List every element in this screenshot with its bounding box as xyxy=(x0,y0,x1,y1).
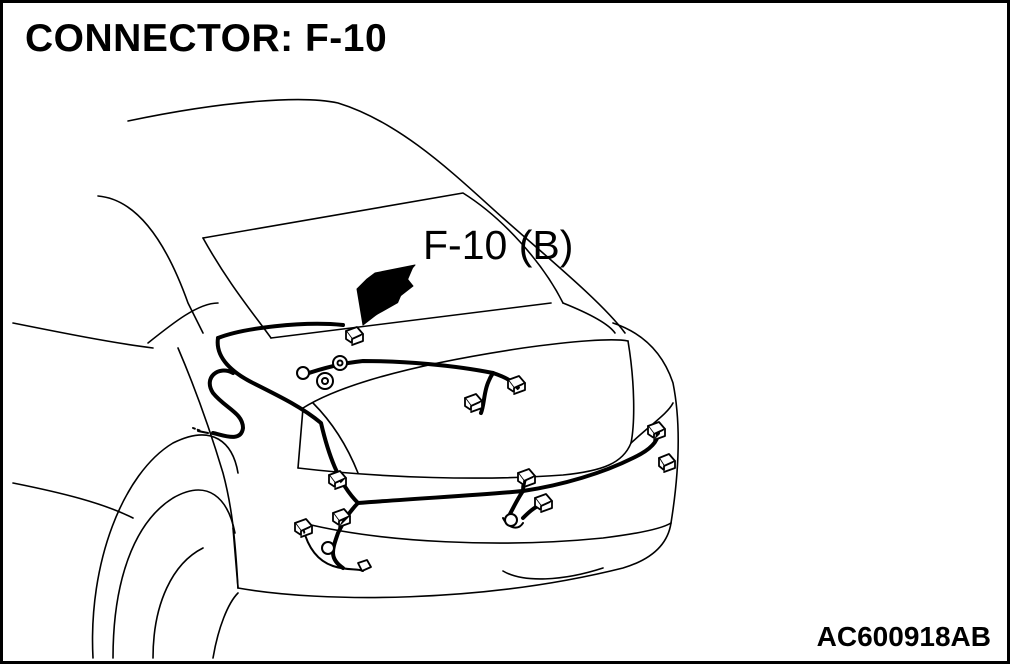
car-body-outline xyxy=(12,98,679,659)
connector xyxy=(332,508,351,528)
connector xyxy=(357,559,372,572)
page-title: CONNECTOR: F-10 xyxy=(25,17,388,60)
harness-grommets xyxy=(296,355,518,555)
connector xyxy=(647,421,666,441)
callout-arrow xyxy=(356,264,416,326)
wiring-harness xyxy=(207,321,660,570)
connector xyxy=(507,375,526,395)
figure-id: AC600918AB xyxy=(816,621,991,652)
harness-connectors xyxy=(294,326,676,572)
connector-callout-label: F-10 (B) xyxy=(423,222,574,268)
harness-branch-lines xyxy=(192,427,524,572)
connector xyxy=(328,470,347,490)
vehicle-rear-illustration xyxy=(12,98,679,659)
connector xyxy=(294,518,313,538)
connector xyxy=(658,453,676,473)
connector-f10 xyxy=(345,326,364,346)
connector xyxy=(464,393,483,413)
connector xyxy=(517,468,536,488)
connector xyxy=(534,493,553,513)
